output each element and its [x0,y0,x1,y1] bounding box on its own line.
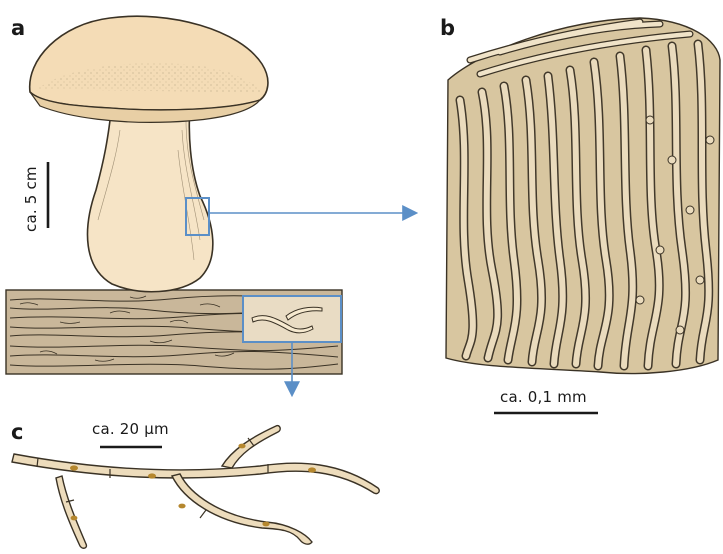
hyphae-block [446,18,720,374]
scale-label-c: ca. 20 µm [92,420,169,438]
scale-label-a: ca. 5 cm [22,166,40,232]
branched-hypha [12,426,379,549]
scale-label-b: ca. 0,1 mm [500,388,587,406]
